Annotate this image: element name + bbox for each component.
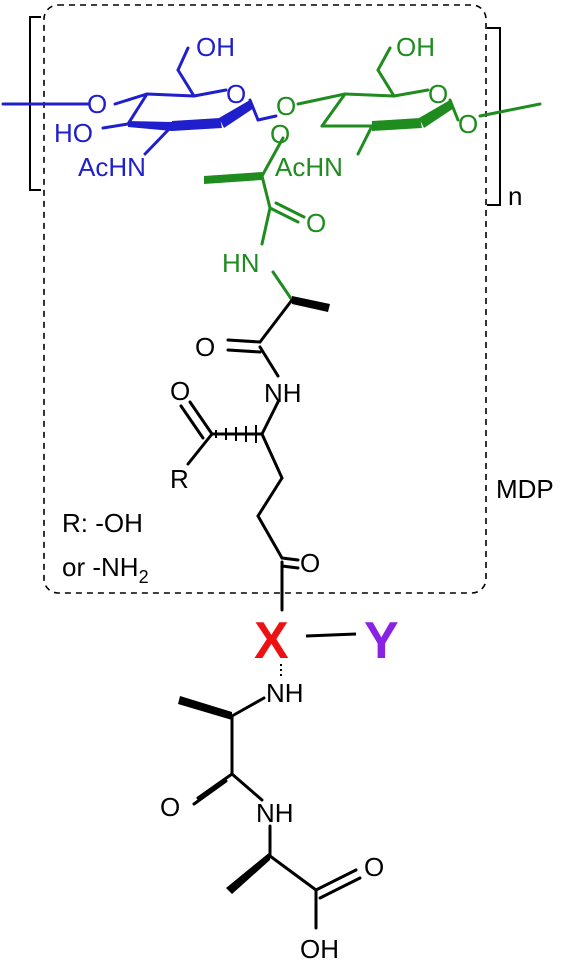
murnac-achn: AcHN (275, 152, 343, 182)
r-definition-line1: R: -OH (62, 508, 143, 538)
murnac-ring-o: O (428, 79, 448, 109)
murnac-wedge-1 (372, 118, 422, 131)
lactyl-amide-hn: HN (222, 248, 260, 278)
peptide-bonds (179, 298, 300, 612)
glu-gamma-carbonyl-o: O (300, 548, 320, 578)
glu-nh: NH (264, 378, 302, 408)
acid-oh: OH (300, 934, 339, 964)
linker-x: X (254, 612, 289, 670)
ala-carbonyl-o: O (195, 332, 215, 362)
r-definition-line2: or -NH2 (62, 552, 149, 587)
glu-hash-bond (215, 425, 257, 443)
r-definition-nh: or -NH (62, 552, 139, 582)
glcnac-ho: HO (54, 118, 93, 148)
mdp-label: MDP (496, 474, 554, 504)
r-definition-subscript: 2 (139, 567, 149, 587)
xy-linker-bond (305, 632, 357, 638)
glcnac-glyco-o: O (87, 89, 107, 119)
polymer-bond-right (478, 102, 542, 118)
murnac-oh-top: OH (396, 32, 435, 62)
dala-nh-top: NH (266, 678, 304, 708)
glcnac-ring-o: O (226, 79, 246, 109)
glcnac-wedge-1 (128, 121, 172, 131)
murnac-wedge-2 (419, 100, 454, 128)
glcnac-wedge-2 (172, 118, 222, 131)
glcnac-achn: AcHN (78, 152, 146, 182)
glu-alpha-carbonyl-o: O (170, 376, 190, 406)
acid-carbonyl-o: O (364, 852, 384, 882)
lactyl-carbonyl-o: O (306, 208, 326, 238)
dala-nh-middle: NH (256, 798, 294, 828)
lactyl-methyl-wedge (204, 172, 262, 184)
murnac-bonds (260, 46, 460, 302)
r-group: R (170, 464, 189, 494)
murnac-right-o: O (458, 109, 478, 139)
murnac-glycosidic-o: O (276, 91, 296, 121)
glcnac-wedge-3 (219, 100, 254, 128)
mdp-box (43, 4, 487, 594)
dipeptide-bonds (192, 696, 362, 930)
glcnac-oh-top: OH (196, 32, 235, 62)
dala2-methyl-wedge (226, 852, 270, 894)
repeat-subscript-n: n (508, 181, 522, 211)
murnac-lactyl-o: O (270, 119, 290, 149)
ala-methyl-wedge (292, 296, 330, 312)
dala-carbonyl-o: O (160, 792, 180, 822)
dala1-methyl-wedge (178, 696, 232, 720)
right-repeat-bracket (487, 27, 501, 206)
linker-y: Y (364, 612, 399, 670)
